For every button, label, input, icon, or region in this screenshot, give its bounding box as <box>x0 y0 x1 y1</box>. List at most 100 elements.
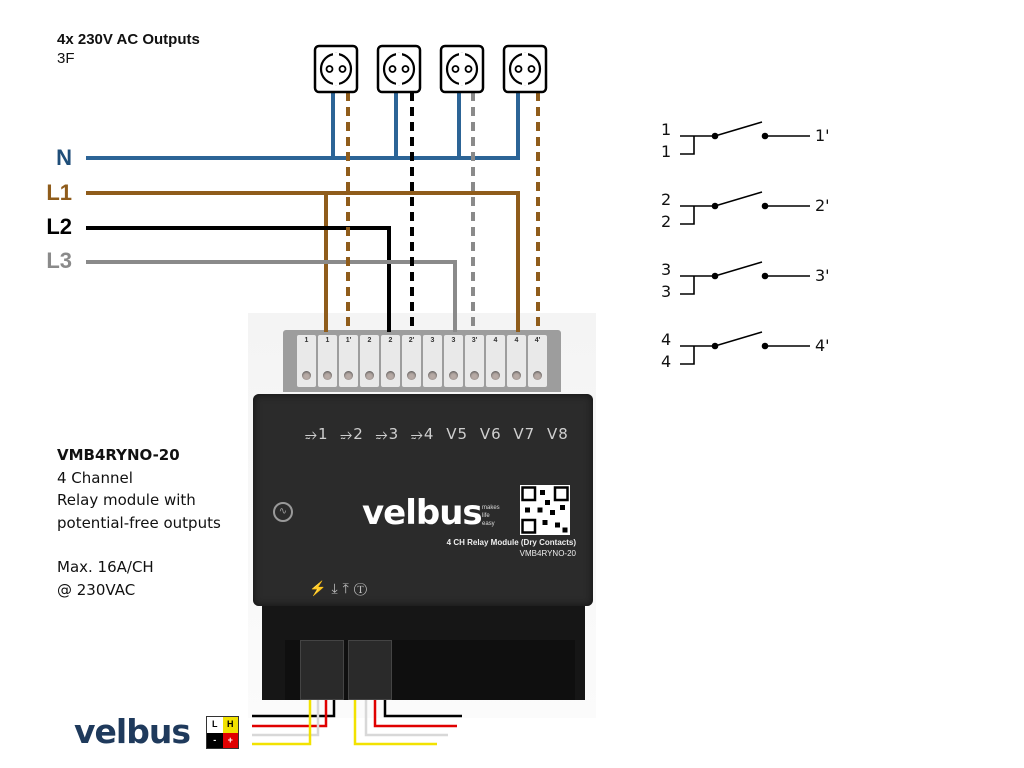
info-model: VMB4RYNO-20 <box>57 446 180 464</box>
info-line: potential-free outputs <box>57 513 221 532</box>
terminal-label: 4 <box>514 337 519 344</box>
bus-wire-black-b <box>383 700 462 718</box>
badge-h: H <box>222 717 238 733</box>
bus-connector-1[interactable] <box>300 640 344 700</box>
terminal-label: 3 <box>430 337 435 344</box>
terminal-label: 4 <box>493 337 498 344</box>
terminal-screw-hole <box>449 371 458 380</box>
terminal-label: 2 <box>388 337 393 344</box>
diagram-subtitle: 3F <box>57 50 75 67</box>
module-info: VMB4RYNO-20 4 Channel Relay module with … <box>57 444 221 601</box>
phase-label-l2: L2 <box>46 214 72 239</box>
relay-input-label: 3 <box>661 260 672 279</box>
download-icon: ⤓ <box>331 580 343 596</box>
relay-common-label: 3 <box>661 282 672 301</box>
power-icon: ⚡ <box>309 580 332 596</box>
relay-contact-symbol <box>680 121 810 155</box>
relay-input-label: 1 <box>661 120 672 139</box>
channel-labels: ⥴1 ⥴2 ⥴3 ⥴4 V5 V6 V7 V8 <box>305 425 569 443</box>
bus-wire-red-a <box>252 700 328 728</box>
info-line: 4 Channel <box>57 468 133 487</box>
status-icons: ⚡⤓⤒Ⓣ <box>309 580 372 597</box>
relay-common-label: 1 <box>661 142 672 161</box>
activity-icon: ∿ <box>273 502 293 522</box>
relay-output-label: 3' <box>815 266 830 285</box>
wire-l2 <box>86 226 391 332</box>
bus-wire-yellow-b <box>353 700 437 746</box>
info-line: Relay module with <box>57 491 196 509</box>
terminal-screw-hole <box>470 371 479 380</box>
terminal-screw-hole <box>302 371 311 380</box>
info-line: Max. 16A/CH <box>57 558 154 576</box>
terminal-screw-hole <box>386 371 395 380</box>
relay-output-label: 2' <box>815 196 830 215</box>
terminal[interactable]: 2 <box>360 335 379 387</box>
qr-code[interactable] <box>520 485 570 535</box>
terminal[interactable]: 4 <box>507 335 526 387</box>
wire-l3 <box>86 260 457 332</box>
velbus-logo: velbus <box>74 712 191 751</box>
terminal-label: 2 <box>367 337 372 344</box>
bus-connector-2[interactable] <box>348 640 392 700</box>
module-code: VMB4RYNO-20 <box>519 549 576 558</box>
terminal[interactable]: 3' <box>465 335 484 387</box>
terminal[interactable]: 2 <box>381 335 400 387</box>
terminal-screw-hole <box>491 371 500 380</box>
phase-label-l1: L1 <box>46 180 72 205</box>
power-socket-icon <box>502 44 548 94</box>
relay-input-label: 4 <box>661 330 672 349</box>
terminal[interactable]: 3 <box>423 335 442 387</box>
device-brand-logo: velbus <box>362 493 483 533</box>
terminal[interactable]: 2' <box>402 335 421 387</box>
power-socket-icon <box>376 44 422 94</box>
relay-common-label: 2 <box>661 212 672 231</box>
bus-polarity-badge: L H - + <box>206 716 239 749</box>
module-name: 4 CH Relay Module (Dry Contacts) <box>446 538 576 547</box>
terminal[interactable]: 1' <box>339 335 358 387</box>
terminator-icon: Ⓣ <box>353 580 372 596</box>
upload-icon: ⤒ <box>342 580 354 596</box>
terminal-label: 3 <box>451 337 456 344</box>
bus-wire-red-b <box>373 700 457 728</box>
terminal-label: 1' <box>345 337 352 344</box>
terminal-screw-hole <box>365 371 374 380</box>
terminal[interactable]: 3 <box>444 335 463 387</box>
bus-wire-white-a <box>252 700 320 737</box>
relay-contact-symbol <box>680 331 810 365</box>
relay-contact-symbol <box>680 261 810 295</box>
relay-output-label: 1' <box>815 126 830 145</box>
badge-minus: - <box>207 732 223 748</box>
terminal-screw-hole <box>344 371 353 380</box>
terminal-screw-hole <box>512 371 521 380</box>
power-socket-icon <box>439 44 485 94</box>
terminal-label: 2' <box>408 337 415 344</box>
terminal-screw-hole <box>533 371 542 380</box>
bus-wire-yellow-a <box>252 700 312 746</box>
badge-plus: + <box>222 732 238 748</box>
terminal-screw-hole <box>407 371 416 380</box>
wire-n <box>86 92 520 160</box>
info-line: @ 230VAC <box>57 580 136 599</box>
terminal[interactable]: 4 <box>486 335 505 387</box>
bus-wire-black-a <box>252 700 336 718</box>
phase-label-n: N <box>56 145 72 170</box>
bus-wire-white-b <box>364 700 448 737</box>
terminal[interactable]: 4' <box>528 335 547 387</box>
phase-label-l3: L3 <box>46 248 72 273</box>
badge-l: L <box>207 717 223 733</box>
terminal-screw-hole <box>428 371 437 380</box>
device-tagline: makes life easy <box>482 505 500 527</box>
terminal[interactable]: 1 <box>318 335 337 387</box>
terminal-label: 4' <box>534 337 541 344</box>
relay-input-label: 2 <box>661 190 672 209</box>
relay-common-label: 4 <box>661 352 672 371</box>
diagram-title: 4x 230V AC Outputs <box>57 31 200 48</box>
terminal[interactable]: 1 <box>297 335 316 387</box>
power-socket-icon <box>313 44 359 94</box>
terminal-label: 1 <box>325 337 330 344</box>
terminal-label: 1 <box>304 337 309 344</box>
terminal-screw-hole <box>323 371 332 380</box>
relay-output-label: 4' <box>815 336 830 355</box>
terminal-label: 3' <box>471 337 478 344</box>
